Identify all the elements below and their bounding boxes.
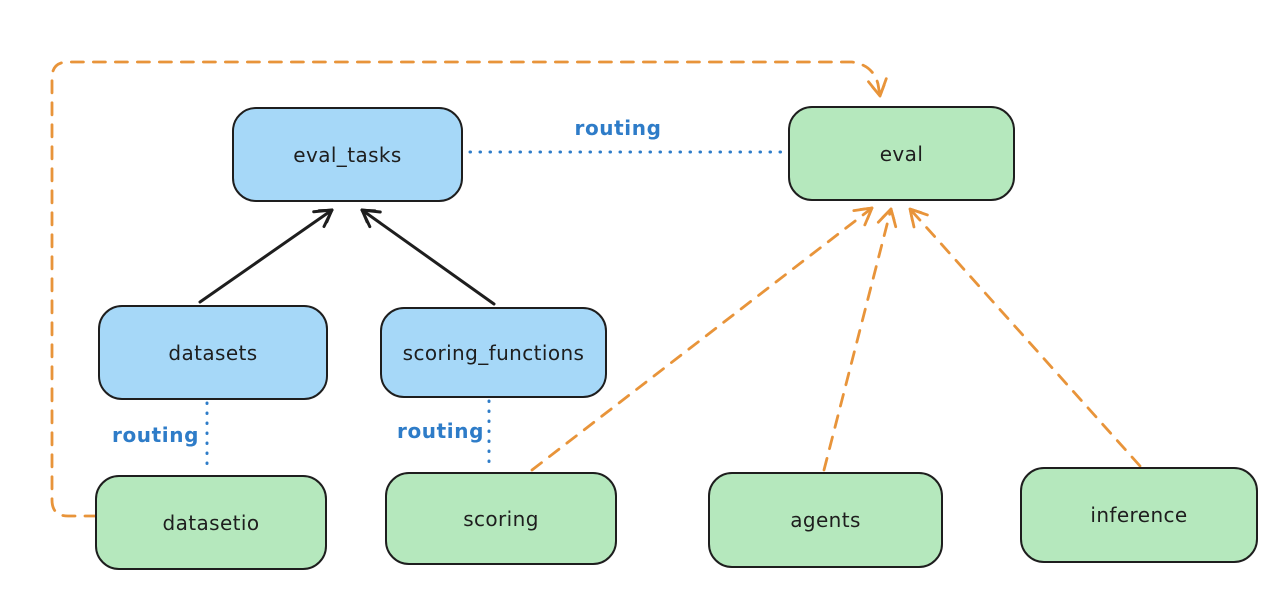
node-scoring-functions-label: scoring_functions (402, 340, 585, 365)
node-eval-tasks: eval_tasks (232, 107, 463, 202)
edge-scoring-eval (530, 206, 874, 472)
edge-label-routing-eval-tasks-eval: routing (574, 116, 662, 140)
edge-agents-eval (822, 207, 898, 472)
edge-inference-eval (908, 207, 1142, 468)
node-inference-label: inference (1090, 503, 1188, 527)
node-scoring-label: scoring (463, 506, 539, 531)
node-scoring: scoring (385, 472, 617, 565)
edge-label-routing-scoring-functions-scoring: routing (397, 419, 485, 443)
node-inference: inference (1020, 467, 1258, 563)
node-eval: eval (788, 106, 1015, 201)
node-eval-tasks-label: eval_tasks (293, 142, 402, 167)
edge-scoring_functions-eval_tasks (360, 208, 496, 306)
node-agents: agents (708, 472, 943, 568)
edge-datasetio-eval (50, 60, 888, 518)
edge-label-routing-datasets-datasetio: routing (112, 423, 200, 447)
node-agents-label: agents (790, 508, 861, 532)
node-datasets-label: datasets (168, 340, 258, 365)
node-scoring-functions: scoring_functions (380, 307, 607, 398)
node-eval-label: eval (879, 141, 924, 166)
node-datasetio-label: datasetio (162, 510, 260, 535)
node-datasets: datasets (98, 305, 328, 400)
node-datasetio: datasetio (95, 475, 327, 570)
edge-datasets-eval_tasks (198, 208, 334, 304)
